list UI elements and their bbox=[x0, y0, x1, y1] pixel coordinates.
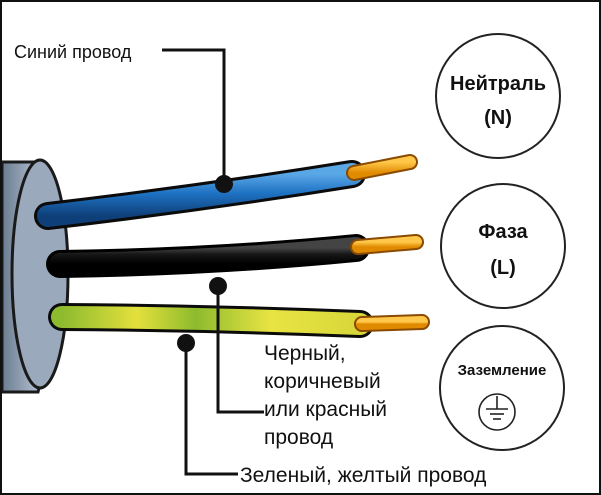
neutral-title: Нейтраль bbox=[450, 73, 546, 95]
black-wire-label-line3: или красный bbox=[264, 398, 387, 421]
black-leader-line bbox=[216, 286, 264, 414]
phase-terminal: Фаза (L) bbox=[440, 183, 566, 309]
black-wire-label-line1: Черный, bbox=[264, 342, 346, 365]
neutral-code: (N) bbox=[484, 107, 512, 129]
ground-terminal: Заземление bbox=[439, 325, 565, 451]
green-wire-marker bbox=[177, 334, 195, 352]
black-wire bbox=[46, 234, 424, 278]
leader-lines bbox=[162, 48, 264, 476]
blue-wire-marker bbox=[215, 175, 233, 193]
black-wire-label-line2: коричневый bbox=[264, 370, 381, 393]
green-leader-line bbox=[184, 345, 238, 476]
black-wire-marker bbox=[209, 277, 227, 295]
black-wire-label-line4: провод bbox=[264, 426, 333, 449]
blue-wire bbox=[34, 154, 418, 230]
ground-title: Заземление bbox=[458, 362, 547, 379]
blue-leader-line bbox=[162, 48, 226, 182]
ground-symbol-icon bbox=[478, 393, 516, 431]
green-wire-label: Зеленый, желтый провод bbox=[240, 464, 486, 487]
blue-wire-label: Синий провод bbox=[14, 42, 132, 62]
phase-code: (L) bbox=[490, 257, 516, 279]
neutral-terminal: Нейтраль (N) bbox=[435, 33, 561, 159]
green-yellow-wire bbox=[48, 303, 430, 338]
phase-title: Фаза bbox=[478, 221, 528, 243]
